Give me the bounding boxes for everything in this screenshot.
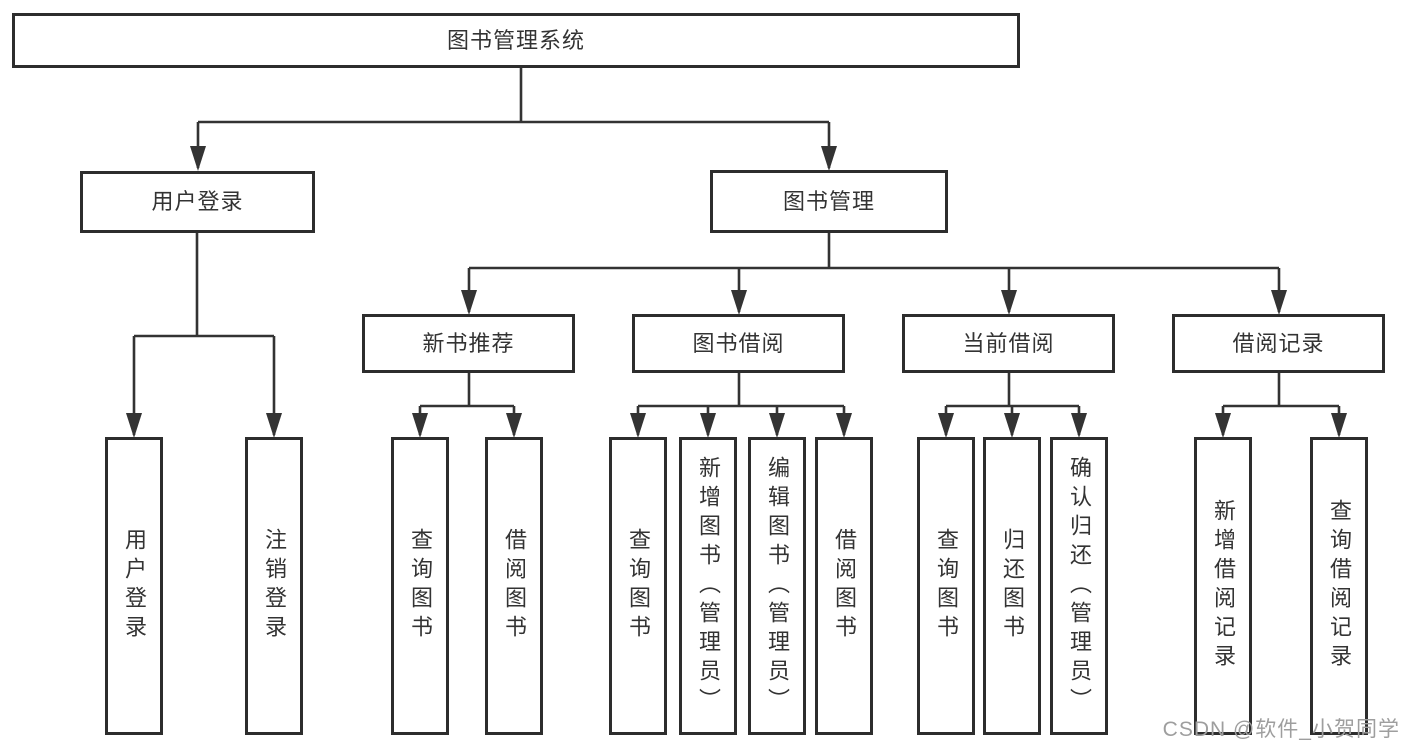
leaf-logout-label: 注销登录 [262, 528, 287, 644]
leaf-confirm-return-admin-label: 确认归还（管理员） [1067, 455, 1092, 717]
leaf-query-borrow-record-label: 查询借阅记录 [1327, 499, 1352, 673]
node-user-login: 用户登录 [80, 171, 315, 233]
leaf-borrow-books-1: 借阅图书 [485, 437, 543, 735]
leaf-user-login: 用户登录 [105, 437, 163, 735]
leaf-borrow-books-2-label: 借阅图书 [832, 528, 857, 644]
leaf-user-login-label: 用户登录 [122, 528, 147, 644]
leaf-borrow-books-2: 借阅图书 [815, 437, 873, 735]
leaf-add-borrow-record: 新增借阅记录 [1194, 437, 1252, 735]
leaf-logout: 注销登录 [245, 437, 303, 735]
leaf-query-books-3: 查询图书 [917, 437, 975, 735]
leaf-edit-books-admin: 编辑图书（管理员） [748, 437, 806, 735]
node-book-borrowing: 图书借阅 [632, 314, 845, 373]
leaf-query-books-2: 查询图书 [609, 437, 667, 735]
node-new-book-recommendation: 新书推荐 [362, 314, 575, 373]
leaf-borrow-books-1-label: 借阅图书 [502, 528, 527, 644]
leaf-query-books-1-label: 查询图书 [408, 528, 433, 644]
leaf-add-borrow-record-label: 新增借阅记录 [1211, 499, 1236, 673]
node-current-borrowing: 当前借阅 [902, 314, 1115, 373]
leaf-query-books-3-label: 查询图书 [934, 528, 959, 644]
csdn-watermark: CSDN @软件_小贺同学 [1162, 718, 1400, 741]
node-borrowing-records: 借阅记录 [1172, 314, 1385, 373]
node-book-management: 图书管理 [710, 170, 948, 233]
leaf-query-books-2-label: 查询图书 [626, 528, 651, 644]
leaf-return-books: 归还图书 [983, 437, 1041, 735]
leaf-query-books-1: 查询图书 [391, 437, 449, 735]
leaf-add-books-admin-label: 新增图书（管理员） [696, 455, 721, 717]
leaf-add-books-admin: 新增图书（管理员） [679, 437, 737, 735]
leaf-return-books-label: 归还图书 [1000, 528, 1025, 644]
leaf-edit-books-admin-label: 编辑图书（管理员） [765, 455, 790, 717]
leaf-query-borrow-record: 查询借阅记录 [1310, 437, 1368, 735]
leaf-confirm-return-admin: 确认归还（管理员） [1050, 437, 1108, 735]
node-library-management-system: 图书管理系统 [12, 13, 1020, 68]
